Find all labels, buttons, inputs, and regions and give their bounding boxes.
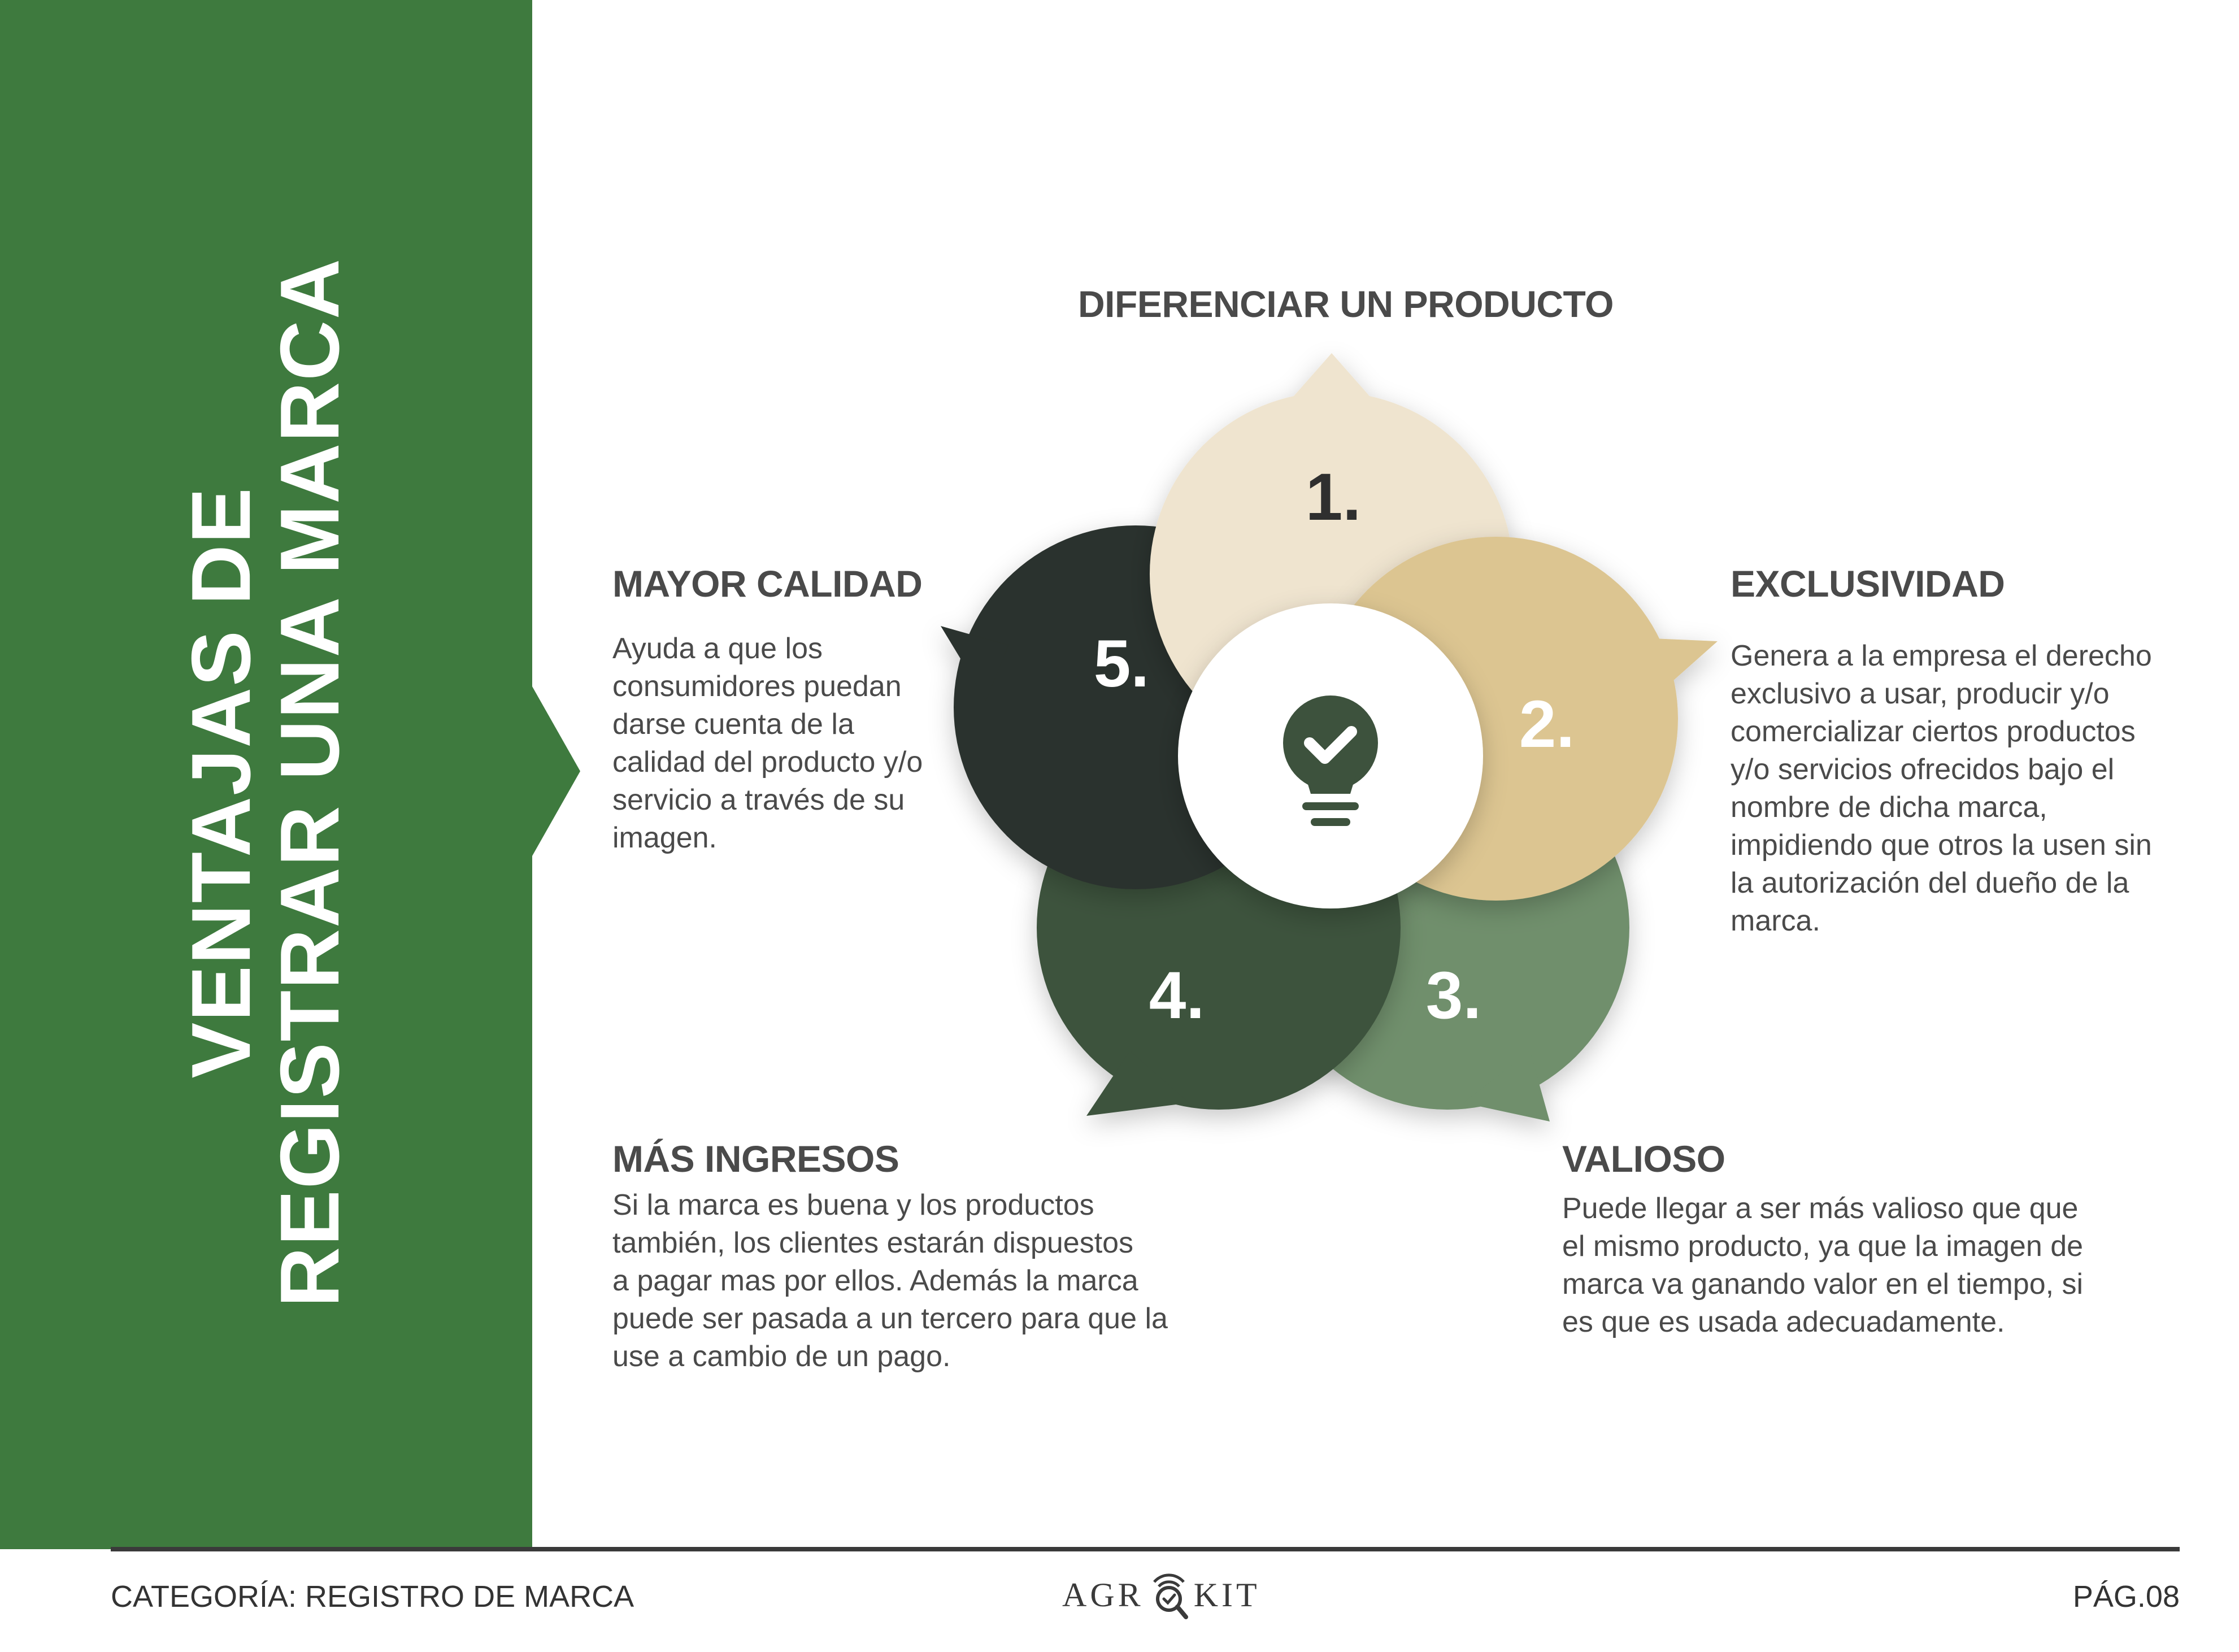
step-4-text: Si la marca es buena y los productos tam… [612, 1189, 1168, 1373]
step-3-text: Puede llegar a ser más valioso que que e… [1562, 1192, 2084, 1338]
step-1-number: 1. [1306, 460, 1361, 534]
step-2-title: EXCLUSIVIDAD [1731, 563, 2005, 605]
step-5-text: Ayuda a que los consumidores puedan dars… [612, 632, 923, 854]
footer-category: CATEGORÍA: REGISTRO DE MARCA [111, 1580, 634, 1614]
step-2-text: Genera a la empresa el derecho exclusivo… [1731, 640, 2152, 937]
sidebar-arrow [532, 686, 580, 856]
step-5-number: 5. [1094, 627, 1149, 701]
step-3-title: VALIOSO [1562, 1138, 1725, 1180]
step-4-title: MÁS INGRESOS [612, 1138, 899, 1180]
agrokit-logo: AGR KIT [1062, 1570, 1260, 1620]
footer-divider [111, 1547, 2180, 1551]
step-3-number: 3. [1426, 958, 1481, 1033]
logo-text-left: AGR [1062, 1576, 1144, 1614]
logo-text-right: KIT [1193, 1576, 1260, 1614]
pentagon-petal-diagram: 1. 2. 3. 4. 5. [941, 353, 1718, 1121]
step-1-title: DIFERENCIAR UN PRODUCTO [1078, 283, 1614, 325]
sidebar-panel [0, 0, 532, 1549]
magnifier-check-icon [1153, 1573, 1188, 1619]
step-2-number: 2. [1519, 687, 1575, 762]
footer-page-number: PÁG.08 [2072, 1580, 2180, 1614]
step-4-number: 4. [1149, 958, 1205, 1033]
lightbulb-check-icon [1283, 695, 1378, 826]
step-5-title: MAYOR CALIDAD [612, 563, 923, 605]
